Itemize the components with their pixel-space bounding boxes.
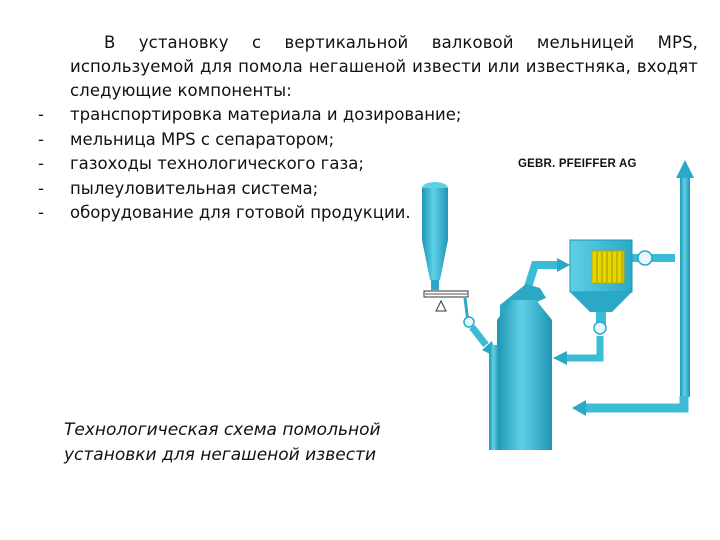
feed-valve-icon [463,316,475,328]
list-item-text: мельница MPS с сепаратором; [70,129,335,149]
bag-filter [569,239,633,335]
mill-to-filter-duct [524,258,570,289]
filter-outlet-duct [630,250,675,266]
product-duct [553,336,604,365]
mps-roller-mill [497,284,552,450]
components-list: - транспортировка материала и дозирование… [38,103,462,226]
rotary-valve-icon [593,321,607,335]
fan-icon [637,250,653,266]
feed-silo [422,182,448,290]
exhaust-stack [676,160,694,397]
hot-gas-duct [489,345,499,450]
list-item: - транспортировка материала и дозирование… [38,103,462,128]
caption-line: установки для негашеной извести [64,445,377,465]
intro-paragraph: В установку с вертикальной валковой мель… [70,33,698,100]
list-bullet: - [38,203,44,222]
return-gas-duct [572,396,689,416]
list-item: - пылеуловительная система; [38,177,462,202]
list-item-text: пылеуловительная система; [70,178,319,198]
weigh-feeder [423,290,469,312]
brand-label: GEBR. PFEIFFER AG [518,158,637,170]
list-item: - газоходы технологического газа; [38,152,462,177]
list-bullet: - [38,154,44,173]
list-item: - мельница MPS с сепаратором; [38,128,462,153]
list-bullet: - [38,178,44,198]
scale-triangle-icon [435,299,447,312]
list-bullet: - [38,129,44,149]
list-item-text: транспортировка материала и дозирование; [70,105,462,124]
list-item-text: оборудование для готовой продукции. [70,203,411,222]
list-bullet: - [38,105,44,124]
caption-line: Технологическая схема помольной [64,420,381,440]
diagram-caption: Технологическая схема помольной установк… [64,418,381,468]
list-item: - оборудование для готовой продукции. [38,201,462,226]
list-item-text: газоходы технологического газа; [70,154,364,173]
